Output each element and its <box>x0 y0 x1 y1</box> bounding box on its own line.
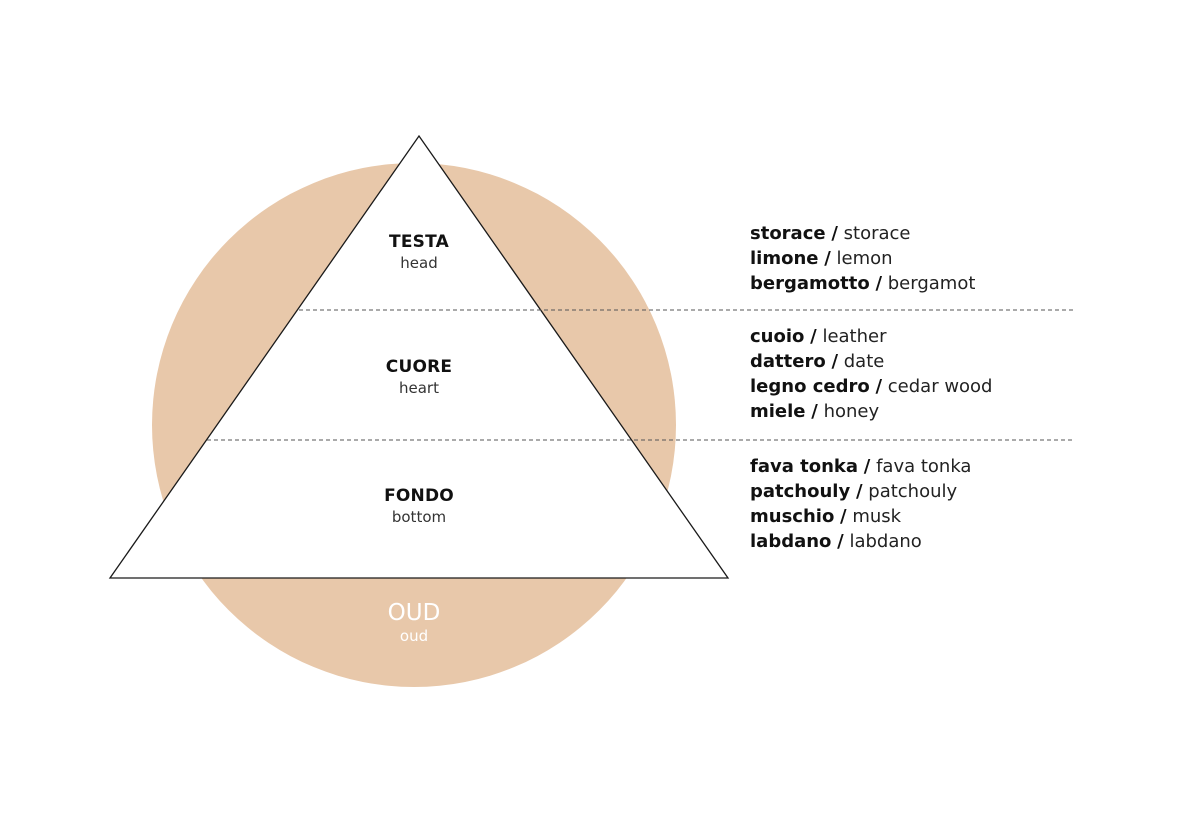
notes-list-head: storace / storace limone / lemon bergamo… <box>750 221 975 296</box>
note-item: storace / storace <box>750 221 975 246</box>
notes-list-heart: cuoio / leather dattero / date legno ced… <box>750 324 993 424</box>
note-separator: / <box>875 376 883 397</box>
note-name-it: limone <box>750 248 819 269</box>
note-separator: / <box>831 351 839 372</box>
note-item: fava tonka / fava tonka <box>750 454 971 479</box>
note-separator: / <box>810 326 817 347</box>
note-name-en: fava tonka <box>876 456 972 477</box>
base-name-it: OUD <box>387 600 441 626</box>
note-name-en: labdano <box>849 531 922 552</box>
tier-label-head: TESTA head <box>319 231 519 273</box>
tier-name-it: TESTA <box>389 232 449 252</box>
tier-label-bottom: FONDO bottom <box>319 485 519 527</box>
note-separator: / <box>824 248 831 269</box>
note-name-it: patchouly <box>750 481 851 502</box>
note-item: cuoio / leather <box>750 324 993 349</box>
note-name-en: date <box>843 351 885 372</box>
note-name-it: legno cedro <box>750 376 870 397</box>
note-item: bergamotto / bergamot <box>750 271 975 296</box>
note-name-en: leather <box>822 326 887 347</box>
note-separator: / <box>840 506 847 527</box>
note-item: patchouly / patchouly <box>750 479 971 504</box>
note-item: dattero / date <box>750 349 993 374</box>
note-separator: / <box>855 481 863 502</box>
note-item: miele / honey <box>750 399 993 424</box>
note-name-en: storace <box>843 223 911 244</box>
tier-name-en: bottom <box>391 508 447 526</box>
note-name-en: lemon <box>836 248 893 269</box>
note-name-it: muschio <box>750 506 835 527</box>
note-separator: / <box>837 531 844 552</box>
note-item: labdano / labdano <box>750 529 971 554</box>
notes-list-bottom: fava tonka / fava tonka patchouly / patc… <box>750 454 971 554</box>
note-name-en: patchouly <box>868 481 958 502</box>
note-item: limone / lemon <box>750 246 975 271</box>
note-name-it: cuoio <box>750 326 805 347</box>
note-name-en: honey <box>823 401 880 422</box>
note-name-it: fava tonka <box>750 456 859 477</box>
note-name-en: bergamot <box>887 273 976 294</box>
note-item: legno cedro / cedar wood <box>750 374 993 399</box>
note-name-it: bergamotto <box>750 273 870 294</box>
base-name-en: oud <box>399 627 429 645</box>
note-separator: / <box>863 456 871 477</box>
note-name-en: musk <box>852 506 902 527</box>
tier-name-it: CUORE <box>385 357 453 377</box>
tier-name-it: FONDO <box>384 486 454 506</box>
pyramid-triangle <box>108 134 730 579</box>
note-separator: / <box>811 401 818 422</box>
note-item: muschio / musk <box>750 504 971 529</box>
tier-label-heart: CUORE heart <box>319 356 519 398</box>
note-name-it: dattero <box>750 351 826 372</box>
tier-name-en: heart <box>399 379 439 397</box>
note-name-en: cedar wood <box>887 376 993 397</box>
note-name-it: labdano <box>750 531 832 552</box>
note-name-it: miele <box>750 401 806 422</box>
tier-name-en: head <box>400 254 438 272</box>
note-separator: / <box>831 223 838 244</box>
note-name-it: storace <box>750 223 826 244</box>
base-label-oud: OUD oud <box>314 600 514 646</box>
note-separator: / <box>875 273 883 294</box>
